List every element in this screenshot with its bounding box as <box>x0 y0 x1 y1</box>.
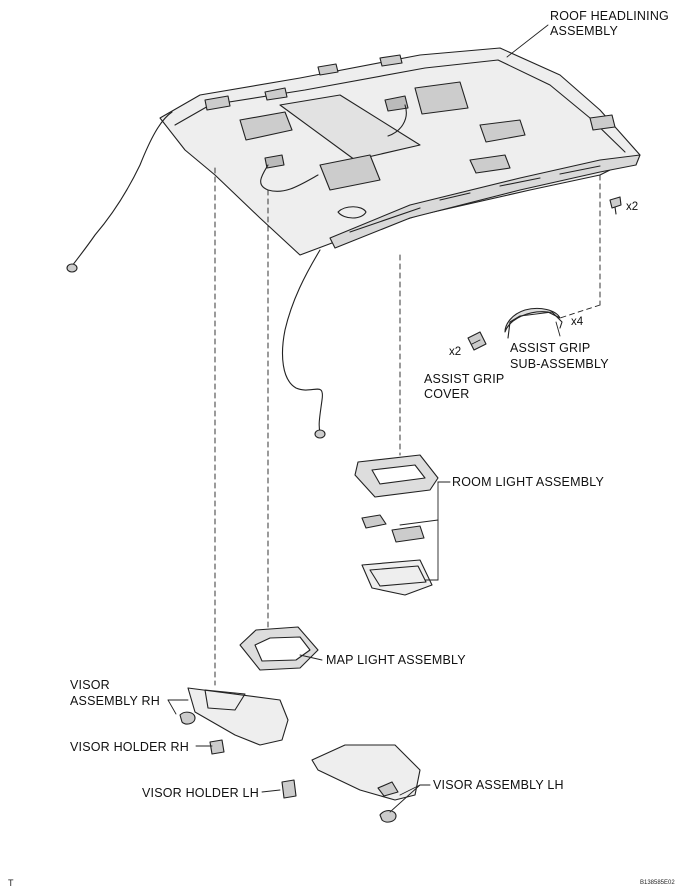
wire-harness-left <box>71 111 173 267</box>
visor-holder-lh-part <box>281 779 297 799</box>
qty-assist-grip: x4 <box>571 316 584 328</box>
label-assist-grip-sub-2: SUB-ASSEMBLY <box>510 357 609 371</box>
label-room-light: ROOM LIGHT ASSEMBLY <box>452 475 604 489</box>
room-light-part <box>354 454 439 596</box>
visor-holder-rh-part <box>209 739 225 755</box>
figure-id: B138585E02 <box>640 880 675 886</box>
label-map-light: MAP LIGHT ASSEMBLY <box>326 653 466 667</box>
qty-assist-grip-cover: x2 <box>449 346 462 358</box>
label-roof-headlining-1: ROOF HEADLINING <box>550 9 669 23</box>
label-roof-headlining-2: ASSEMBLY <box>550 24 619 38</box>
label-visor-rh-1: VISOR <box>70 678 110 692</box>
clip-part <box>609 196 622 215</box>
label-visor-rh-2: ASSEMBLY RH <box>70 694 160 708</box>
label-visor-lh: VISOR ASSEMBLY LH <box>433 778 564 792</box>
label-visor-holder-rh: VISOR HOLDER RH <box>70 740 189 754</box>
visor-rh-part <box>179 687 289 746</box>
map-light-part <box>239 626 319 671</box>
visor-lh-part <box>311 744 421 823</box>
label-visor-holder-lh: VISOR HOLDER LH <box>142 786 259 800</box>
label-assist-grip-cover-2: COVER <box>424 387 470 401</box>
roof-headlining-part <box>159 47 641 256</box>
assist-grip-part <box>504 307 563 339</box>
qty-clip: x2 <box>626 201 639 213</box>
wire-harness-right <box>281 249 323 433</box>
label-assist-grip-sub-1: ASSIST GRIP <box>510 341 591 355</box>
label-assist-grip-cover-1: ASSIST GRIP <box>424 372 505 386</box>
corner-mark: T <box>8 878 14 888</box>
